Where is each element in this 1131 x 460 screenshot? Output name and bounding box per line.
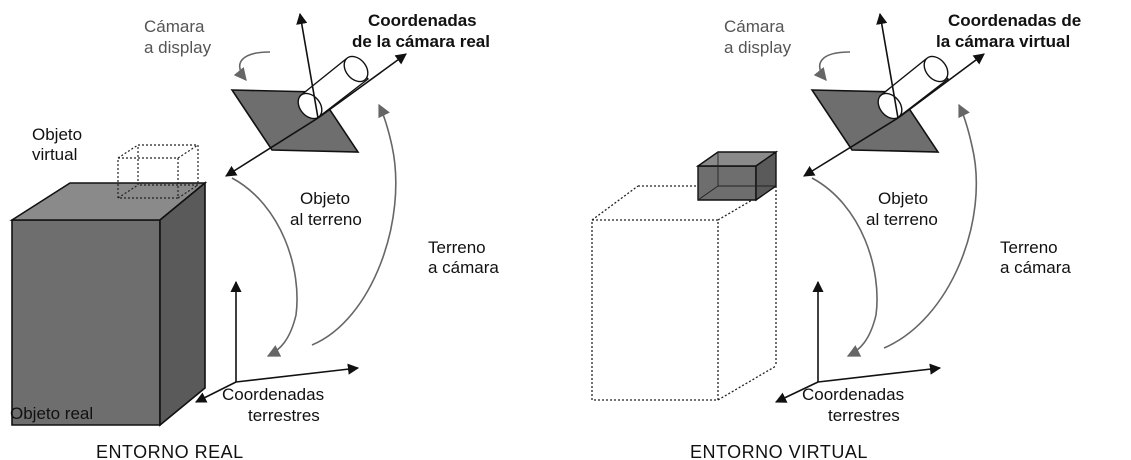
panel-real-environment: Cámara a display Coordenadas de la cámar… [9, 11, 499, 460]
label-camera-to-display: Cámara a display [144, 17, 212, 57]
label-ground-to-camera: Terreno a cámara [1000, 238, 1071, 277]
real-object-dotted-box [591, 185, 777, 401]
camera-coordinate-axes [225, 12, 407, 177]
label-virtual-object: Objeto virtual [32, 125, 87, 164]
transformation-arrows [231, 51, 397, 357]
real-object-box [9, 181, 208, 427]
label-real-object: Objeto real [10, 404, 93, 423]
label-real-camera-coordinates: Coordenadas de la cámara real [352, 11, 490, 51]
coordinate-axes-icon [774, 280, 942, 403]
label-ground-to-camera: Terreno a cámara [428, 238, 499, 277]
label-ground-coordinates: Coordenadas terrestres [222, 385, 329, 425]
label-camera-to-display: Cámara a display [724, 17, 792, 57]
camera-icon [297, 55, 370, 120]
caption-virtual-environment: ENTORNO VIRTUAL [690, 442, 868, 460]
caption-real-environment: ENTORNO REAL [96, 442, 244, 460]
label-virtual-camera-coordinates: Coordenadas de la cámara virtual [936, 11, 1086, 51]
coordinate-axes-icon [194, 280, 360, 403]
transformation-arrows [811, 51, 978, 357]
label-object-to-ground: Objeto al terreno [290, 189, 362, 229]
label-object-to-ground: Objeto al terreno [866, 189, 938, 229]
camera-coordinate-axes [803, 12, 985, 177]
label-ground-coordinates: Coordenadas terrestres [802, 385, 909, 425]
camera-icon [877, 55, 950, 120]
virtual-object-dotted-cube [117, 144, 199, 199]
panel-virtual-environment: Cámara a display Coordenadas de la cámar… [591, 11, 1086, 460]
virtual-object-solid-cube [695, 150, 779, 202]
